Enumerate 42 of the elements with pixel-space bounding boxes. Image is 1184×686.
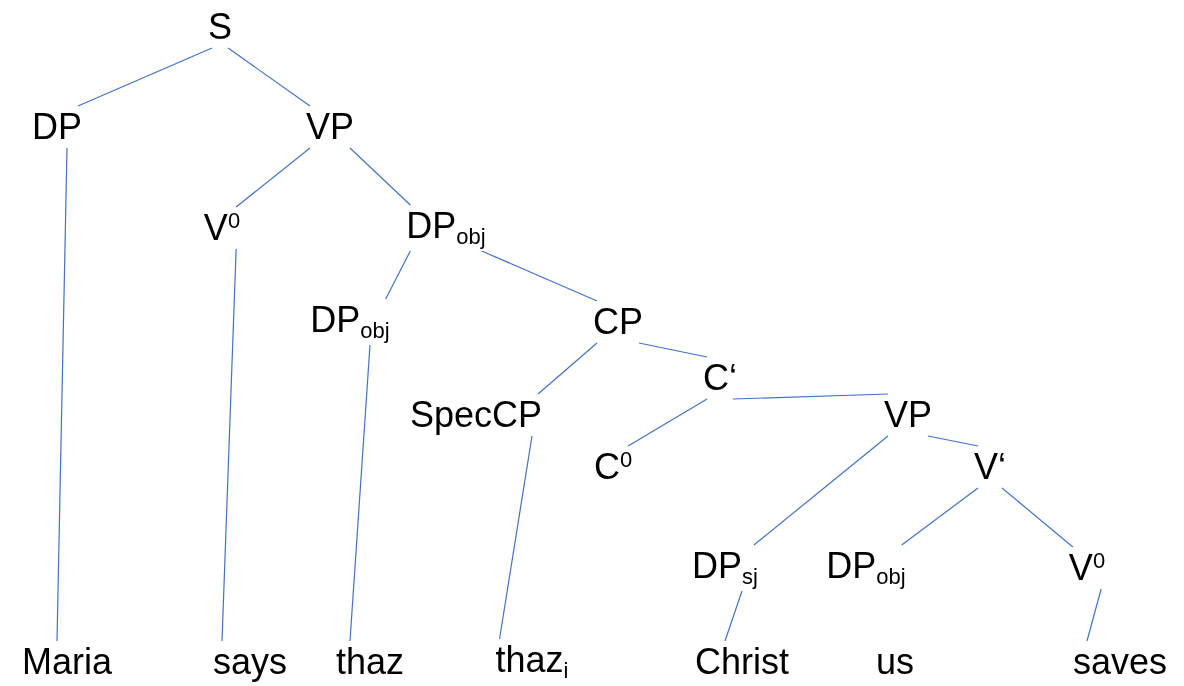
- tree-label: thaz: [336, 644, 404, 680]
- tree-branch: [385, 250, 411, 300]
- tree-branch: [349, 344, 371, 642]
- tree-branch: [235, 147, 311, 208]
- tree-label: thaz$_{i}$: [495, 642, 569, 682]
- tree-label: VP: [884, 397, 932, 433]
- tree-branch: [724, 590, 743, 642]
- tree-branch: [498, 435, 533, 640]
- tree-branch: [349, 147, 411, 206]
- tree-label: us: [876, 644, 914, 680]
- tree-branch: [638, 342, 708, 358]
- tree-branch: [901, 487, 979, 546]
- tree-label: S: [208, 9, 232, 45]
- tree-label: C$^{0}$: [593, 449, 633, 485]
- tree-label: CP: [593, 304, 643, 340]
- tree-label: Maria: [22, 644, 112, 680]
- tree-branch: [753, 435, 889, 546]
- tree-branch: [77, 47, 213, 107]
- tree-label: DP$_{sj}$: [692, 548, 758, 588]
- tree-label: V$^{0}$: [203, 210, 241, 246]
- tree-label: DP$_{obj}$: [310, 302, 390, 342]
- tree-label: C‘: [703, 360, 737, 396]
- tree-branch: [1086, 588, 1102, 642]
- tree-label: says: [213, 644, 287, 680]
- tree-label: SpecCP: [409, 397, 543, 433]
- tree-branch: [221, 248, 237, 642]
- tree-branch: [627, 398, 708, 447]
- tree-label: DP$_{obj}$: [406, 208, 486, 248]
- tree-label: VP: [306, 109, 354, 145]
- tree-branch: [227, 47, 311, 107]
- tree-branch: [732, 393, 889, 400]
- tree-label: DP: [32, 109, 82, 145]
- tree-branch: [1001, 487, 1074, 548]
- tree-branch: [56, 147, 68, 642]
- tree-label: Christ: [695, 644, 789, 680]
- tree-branch: [481, 250, 598, 302]
- tree-label: DP$_{obj}$: [826, 548, 906, 588]
- tree-label: V$^{0}$: [1068, 550, 1106, 586]
- tree-branch: [537, 342, 598, 395]
- tree-branch: [927, 435, 979, 447]
- tree-label: saves: [1073, 644, 1167, 680]
- tree-label: V‘: [974, 449, 1006, 485]
